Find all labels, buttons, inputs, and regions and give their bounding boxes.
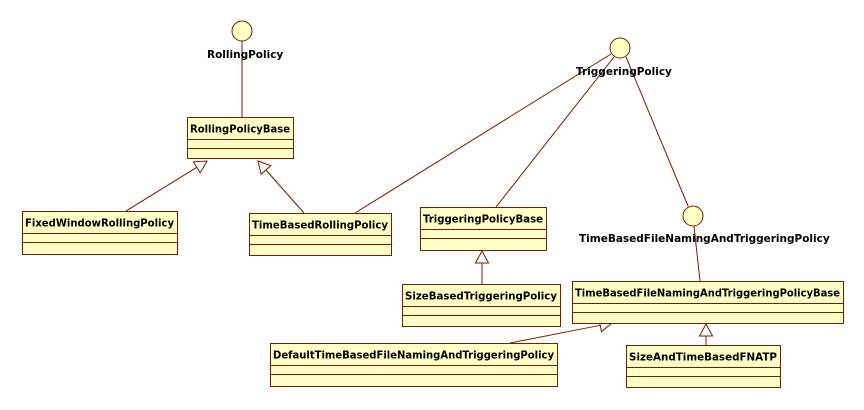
generalization-arrowhead: [474, 249, 490, 264]
interface-label: TimeBasedFileNamingAndTriggeringPolicy: [579, 233, 830, 245]
class-time-based-fnatp-base[interactable]: TimeBasedFileNamingAndTriggeringPolicyBa…: [572, 281, 844, 324]
interface-triggering-policy[interactable]: TriggeringPolicy: [576, 37, 672, 78]
class-name: FixedWindowRollingPolicy: [25, 218, 174, 230]
realization-line: [625, 56, 689, 207]
interface-circle-icon: [682, 205, 704, 227]
class-name: SizeAndTimeBasedFNATP: [629, 352, 777, 364]
class-name: TriggeringPolicyBase: [423, 214, 543, 226]
generalization-size-based-triggering-policy-to-triggering-policy-base: [474, 249, 490, 284]
class-name: DefaultTimeBasedFileNamingAndTriggeringP…: [273, 350, 554, 362]
realization-time-based-rolling-policy-to-triggering-policy: [354, 53, 612, 214]
class-box: [572, 281, 844, 324]
class-name: TimeBasedRollingPolicy: [252, 220, 388, 232]
class-name: RollingPolicyBase: [190, 124, 290, 136]
generalization-arrowhead: [698, 322, 714, 337]
class-name: TimeBasedFileNamingAndTriggeringPolicyBa…: [575, 288, 840, 300]
interface-label: TriggeringPolicy: [576, 66, 672, 78]
class-box: [187, 117, 294, 159]
class-default-time-based-fnatp[interactable]: DefaultTimeBasedFileNamingAndTriggeringP…: [270, 343, 558, 387]
generalization-arrowhead: [257, 160, 272, 176]
generalization-arrowhead: [192, 160, 208, 174]
class-box: [402, 284, 561, 327]
class-time-based-rolling-policy[interactable]: TimeBasedRollingPolicy: [249, 213, 392, 256]
realization-line: [354, 53, 612, 214]
generalization-size-and-time-based-fnatp-to-time-based-fnatp-base: [698, 322, 714, 345]
realization-line: [495, 56, 615, 208]
class-triggering-policy-base[interactable]: TriggeringPolicyBase: [420, 207, 547, 251]
realization-time-based-fnatp-base-to-time-based-fnatp: [693, 225, 701, 282]
class-rolling-policy-base[interactable]: RollingPolicyBase: [187, 117, 294, 159]
realization-time-based-fnatp-to-triggering-policy: [625, 56, 689, 207]
generalization-line: [125, 166, 198, 212]
class-name: SizeBasedTriggeringPolicy: [405, 291, 557, 303]
class-size-and-time-based-fnatp[interactable]: SizeAndTimeBasedFNATP: [626, 345, 781, 388]
realization-line: [693, 225, 701, 282]
interface-circle-icon: [231, 20, 253, 42]
generalization-fixed-window-rolling-policy-to-rolling-policy-base: [125, 160, 208, 212]
generalization-time-based-rolling-policy-to-rolling-policy-base: [257, 160, 305, 214]
interface-time-based-fnatp[interactable]: TimeBasedFileNamingAndTriggeringPolicy: [579, 205, 830, 245]
generalization-line: [265, 169, 305, 214]
interface-rolling-policy[interactable]: RollingPolicy: [207, 20, 283, 61]
realization-triggering-policy-base-to-triggering-policy: [495, 56, 615, 208]
interface-label: RollingPolicy: [207, 49, 283, 61]
class-box: [626, 345, 781, 388]
class-size-based-triggering-policy[interactable]: SizeBasedTriggeringPolicy: [402, 284, 561, 327]
generalization-line: [509, 324, 601, 344]
interface-circle-icon: [609, 37, 631, 59]
class-box: [249, 213, 392, 256]
relations-layer: [125, 41, 714, 345]
nodes-layer: RollingPolicyTriggeringPolicyTimeBasedFi…: [22, 20, 844, 388]
class-fixed-window-rolling-policy[interactable]: FixedWindowRollingPolicy: [22, 211, 178, 255]
